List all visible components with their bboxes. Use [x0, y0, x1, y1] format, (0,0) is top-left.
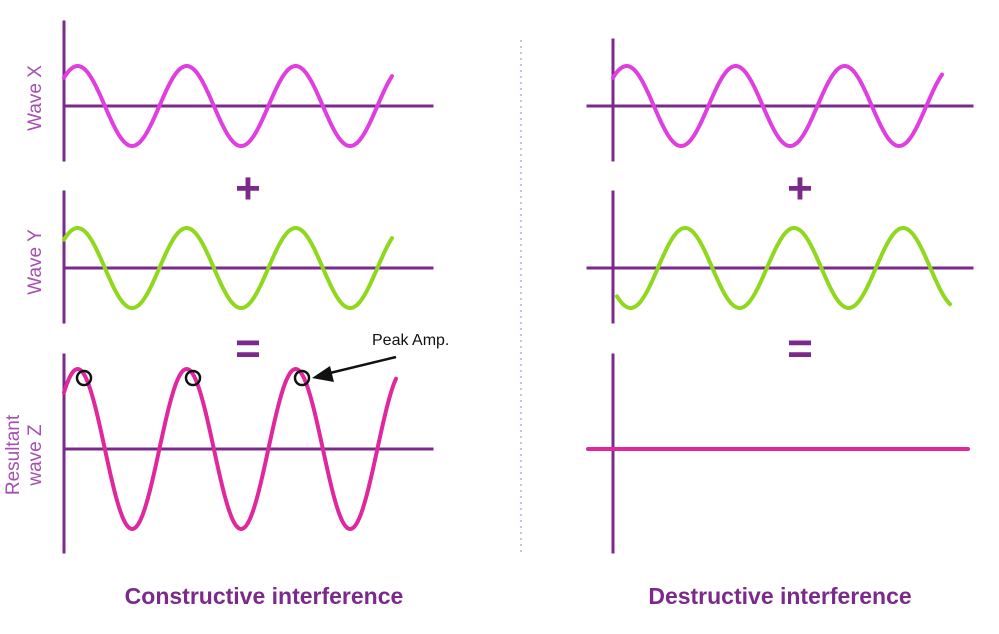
- peak-amp-arrow-head: [312, 366, 334, 382]
- wave-y-label: Wave Y: [25, 229, 46, 295]
- peak-amp-label: Peak Amp.: [372, 332, 449, 349]
- resultant-label-line1: Resultant: [3, 414, 24, 495]
- left-plus-sign: +: [235, 164, 261, 213]
- left-wave-y-curve: [62, 226, 394, 310]
- peak-marker-3: [293, 369, 311, 387]
- peak-marker-2: [184, 369, 202, 387]
- right-equals-sign: =: [787, 324, 813, 373]
- right-wave-x-curve: [611, 64, 944, 148]
- peak-marker-1: [75, 369, 93, 387]
- left-wave-x-curve: [62, 64, 394, 148]
- right-wave-y-curve: [615, 226, 952, 310]
- peak-amp-arrow-line: [329, 355, 397, 375]
- resultant-label-line2: wave Z: [25, 424, 46, 487]
- destructive-caption: Destructive interference: [648, 583, 911, 609]
- wave-x-label: Wave X: [25, 65, 46, 131]
- left-resultant-curve: [62, 367, 398, 531]
- left-equals-sign: =: [235, 324, 261, 373]
- right-plus-sign: +: [787, 164, 813, 213]
- constructive-caption: Constructive interference: [125, 583, 404, 609]
